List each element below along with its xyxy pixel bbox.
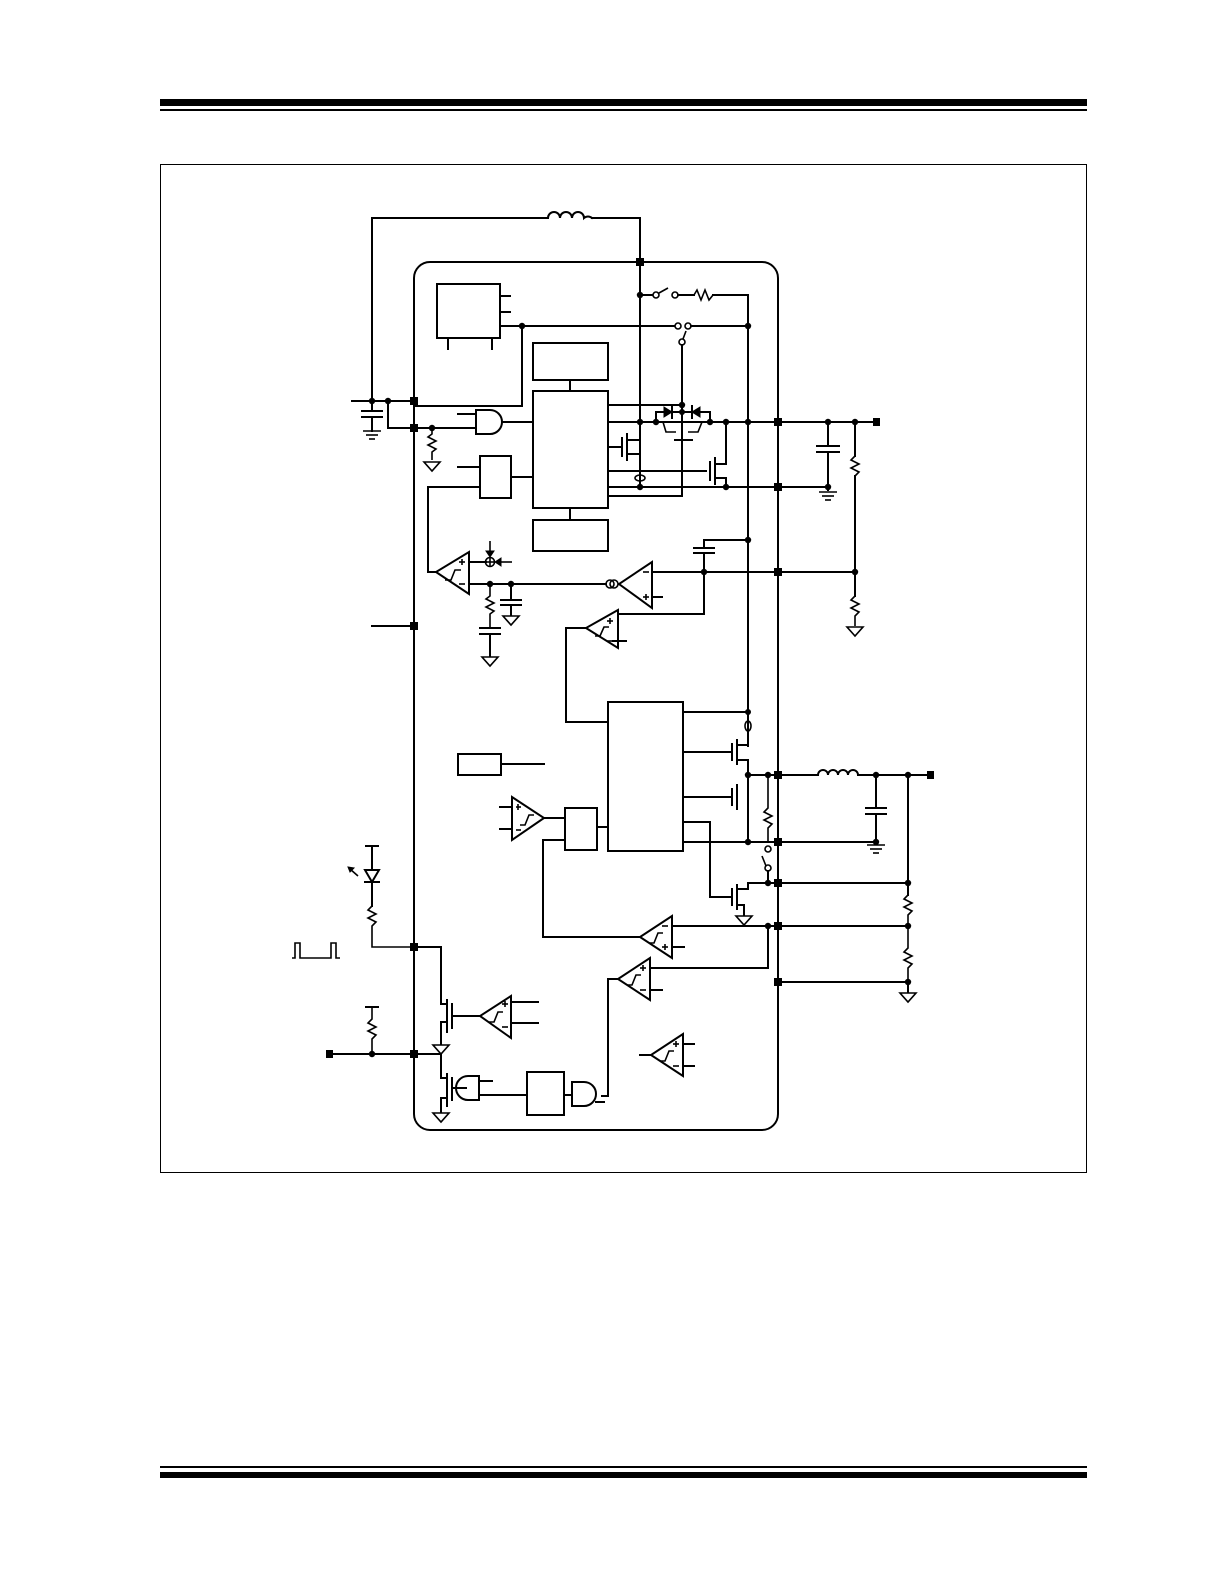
pulse-waveform-icon: [292, 942, 340, 959]
mosfet-top-1: [607, 421, 641, 488]
inductor-top: [371, 211, 641, 402]
diode-pair: [655, 405, 711, 423]
footer-rule-thin: [160, 1466, 1087, 1468]
comparator-6: [639, 1032, 695, 1078]
error-amplifier: [617, 560, 663, 610]
mosfet-bottom-low: [682, 784, 738, 810]
resistor-pulldown-en: [423, 431, 441, 472]
inductor-output-2: [816, 769, 929, 777]
resistor-discharge: [762, 775, 774, 842]
pin-agnd: [774, 978, 782, 986]
summing-node: [484, 541, 512, 568]
resistor-divider-1-top: [849, 421, 861, 597]
and-gate-top: [457, 409, 534, 435]
capacitor-output-1: [816, 421, 840, 501]
comparator-3: [499, 795, 566, 842]
switch-top-1: [639, 287, 679, 299]
resistor-top-1: [677, 287, 749, 747]
capacitor-compensation: [500, 583, 522, 626]
comparator-4: [638, 914, 685, 960]
switch-discharge: [761, 845, 772, 884]
comparator-2: [565, 608, 627, 723]
pin-fb2: [774, 922, 782, 930]
resistor-led: [366, 905, 414, 948]
block-top-logic-main: [532, 390, 609, 509]
block-top-logic-lower: [532, 519, 609, 552]
comparator-pwm-1: [434, 550, 487, 596]
pin-lx1: [636, 258, 644, 266]
footer-rule-thick: [160, 1472, 1087, 1478]
and-gate-bottom-1: [455, 1075, 528, 1101]
mosfet-input-bottom: [413, 1053, 467, 1123]
capacitor-input: [361, 400, 383, 440]
led-indicator: [347, 845, 381, 907]
resistor-divider-2-top: [902, 894, 914, 926]
block-bottom-small: [564, 807, 598, 851]
figure-frame: [160, 164, 1087, 1173]
pin-external-left: [326, 1050, 333, 1058]
pin-out-external-1: [873, 418, 880, 426]
comparator-pg: [478, 994, 539, 1040]
resistor-divider-2-bottom: [902, 926, 914, 982]
pin-vout2-sense: [774, 879, 782, 887]
pin-lx2: [774, 771, 782, 779]
capacitor-output-2: [865, 774, 887, 854]
block-bottom-logic-main: [607, 701, 684, 852]
pin-pgnd2: [774, 838, 782, 846]
block-top-left: [436, 283, 501, 339]
resistor-compensation: [479, 584, 501, 667]
pin-fb1: [774, 568, 782, 576]
resistor-pullup: [365, 1006, 379, 1054]
block-reference: [457, 753, 502, 776]
mosfet-pg: [413, 946, 481, 1055]
current-sense-top: [634, 474, 646, 482]
mosfet-bottom-high: [682, 739, 749, 843]
block-small-left: [479, 455, 512, 499]
header-rule-thin: [160, 109, 1087, 111]
comparator-5: [601, 925, 769, 1097]
mosfet-output-discharge: [682, 821, 769, 926]
mosfet-top-2: [709, 421, 727, 488]
pin-out-external-2: [927, 771, 934, 779]
block-top-logic-upper: [532, 342, 609, 381]
resistor-divider-1-bottom: [846, 595, 864, 637]
block-timer: [526, 1071, 565, 1116]
header-rule-thick: [160, 99, 1087, 106]
and-gate-bottom-2: [571, 1081, 605, 1107]
transconductance-symbol: [605, 579, 619, 589]
